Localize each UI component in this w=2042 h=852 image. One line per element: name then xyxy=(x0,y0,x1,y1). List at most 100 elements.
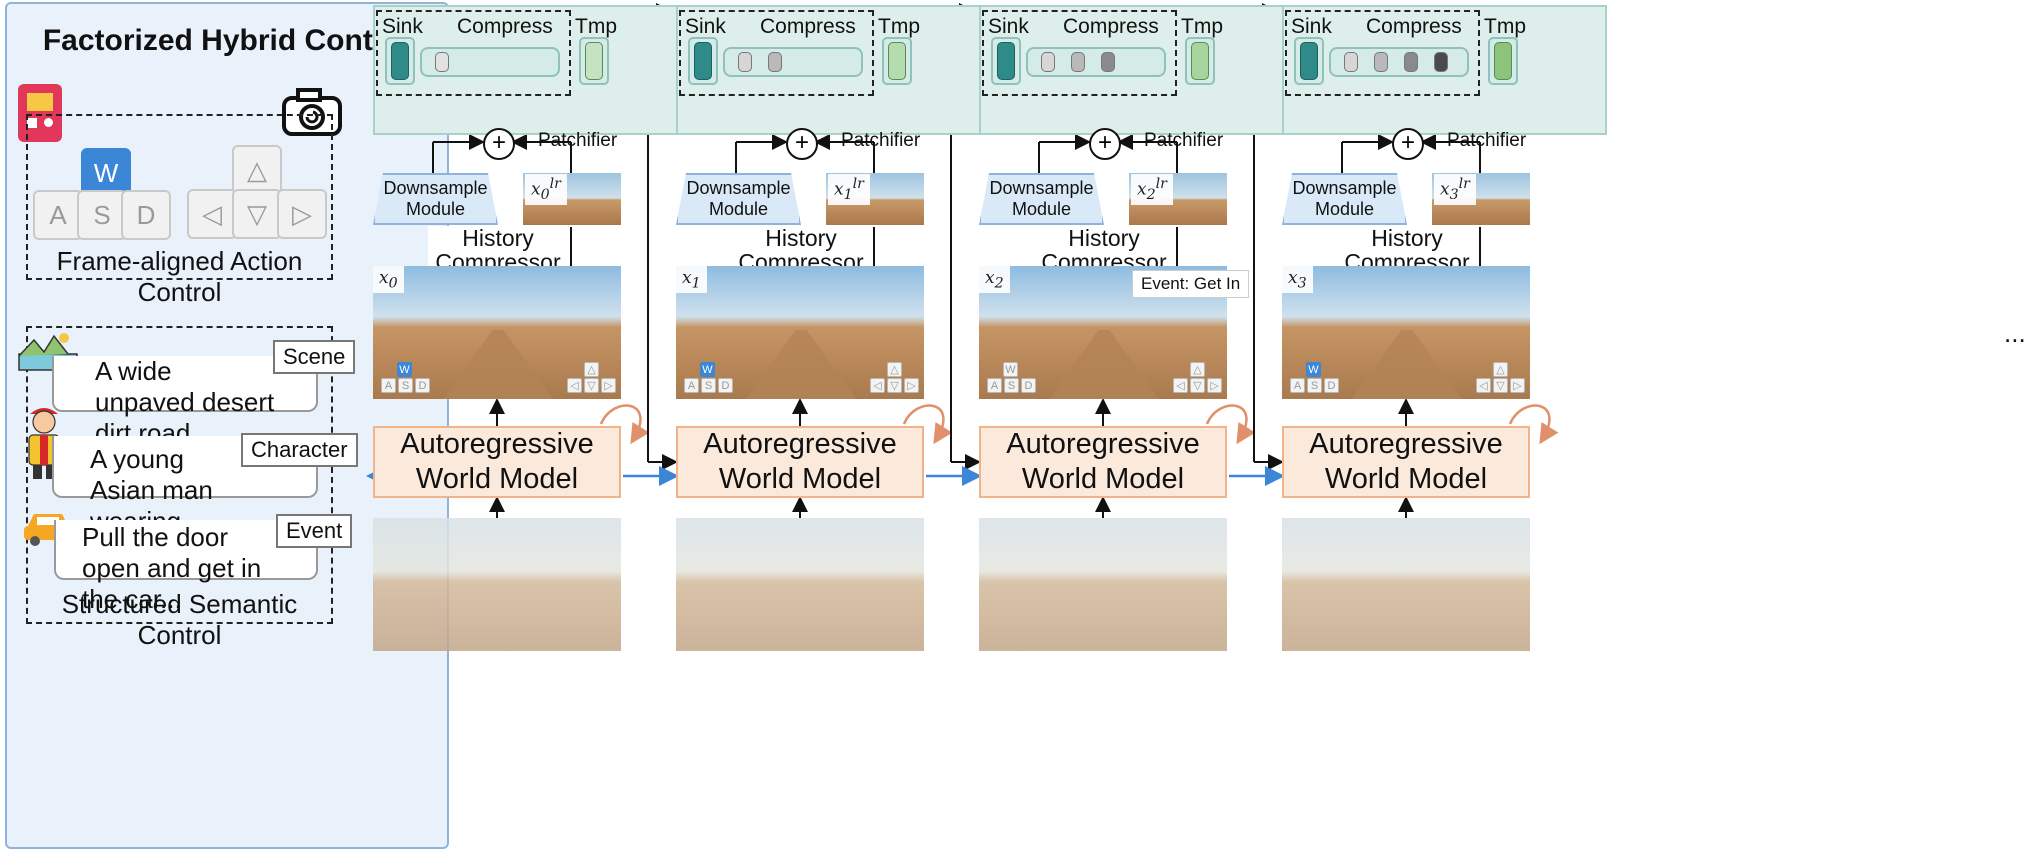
compressed-token xyxy=(1071,52,1085,72)
mini-arrow-key: ▷ xyxy=(904,378,919,393)
mini-arrow-key: ◁ xyxy=(1173,378,1188,393)
frame-label: x3 xyxy=(1282,266,1313,294)
compressed-token xyxy=(1374,52,1388,72)
mini-arrow-key: ◁ xyxy=(567,378,582,393)
character-tag: Character xyxy=(241,433,358,467)
noisy-frame-image xyxy=(373,518,621,651)
scene-tag: Scene xyxy=(273,340,356,374)
mini-arrow-key: ▽ xyxy=(1190,378,1205,393)
mini-arrow-key: △ xyxy=(1190,362,1205,377)
event-prompt xyxy=(54,520,318,580)
compressed-token xyxy=(435,52,449,72)
tmp-label: Tmp xyxy=(1484,15,1526,38)
world-model-box: Autoregressive World Model xyxy=(373,426,621,498)
patchifier-label: Patchifier xyxy=(1447,130,1527,151)
tmp-label: Tmp xyxy=(575,15,617,38)
event-text: Pull the door open and get in the car... xyxy=(82,522,262,614)
autoregressive-loop-arrow xyxy=(1205,404,1256,445)
sink-label: Sink xyxy=(685,15,726,38)
mini-arrow-key: ▷ xyxy=(601,378,616,393)
compressed-token xyxy=(1101,52,1115,72)
compressed-token xyxy=(738,52,752,72)
mini-key-a: A xyxy=(1290,378,1305,393)
sink-label: Sink xyxy=(1291,15,1332,38)
event-badge: Event: Get In xyxy=(1132,270,1250,298)
sink-token xyxy=(694,42,712,80)
mini-arrow-key: ▽ xyxy=(887,378,902,393)
compress-label: Compress xyxy=(457,15,553,38)
mini-key-a: A xyxy=(987,378,1002,393)
mini-arrow-key: △ xyxy=(1493,362,1508,377)
frame-label: x1 xyxy=(676,266,707,294)
camera-icon xyxy=(280,84,344,140)
mini-arrow-key: ▽ xyxy=(584,378,599,393)
autoregressive-loop-arrow xyxy=(599,404,650,445)
downsample-module: Downsample Module xyxy=(373,173,498,225)
key-d[interactable]: D xyxy=(121,190,171,240)
sum-node: + xyxy=(1392,128,1424,160)
sum-node: + xyxy=(786,128,818,160)
mini-key-s: S xyxy=(1004,378,1019,393)
tmp-label: Tmp xyxy=(1181,15,1223,38)
downsample-module: Downsample Module xyxy=(1282,173,1407,225)
world-model-box: Autoregressive World Model xyxy=(676,426,924,498)
mini-key-w: W xyxy=(397,362,412,377)
mini-key-a: A xyxy=(684,378,699,393)
mini-key-w: W xyxy=(1306,362,1321,377)
lowres-frame-label: x1lr xyxy=(828,174,870,206)
mini-key-w: W xyxy=(1003,362,1018,377)
world-model-box: Autoregressive World Model xyxy=(1282,426,1530,498)
mini-key-w: W xyxy=(700,362,715,377)
compressed-token xyxy=(1434,52,1448,72)
compress-label: Compress xyxy=(1063,15,1159,38)
sink-token xyxy=(391,42,409,80)
key-down[interactable]: ▽ xyxy=(232,189,282,239)
sink-label: Sink xyxy=(382,15,423,38)
frame-label: x2 xyxy=(979,266,1010,294)
patchifier-label: Patchifier xyxy=(538,130,618,151)
mini-arrow-key: ▷ xyxy=(1510,378,1525,393)
sink-compress-group xyxy=(376,10,571,96)
character-icon xyxy=(20,402,68,482)
key-up[interactable]: △ xyxy=(232,145,282,195)
patchifier-label: Patchifier xyxy=(841,130,921,151)
mini-key-s: S xyxy=(1307,378,1322,393)
key-w[interactable]: W xyxy=(81,148,131,198)
mini-arrow-key: ▷ xyxy=(1207,378,1222,393)
compressed-token xyxy=(1404,52,1418,72)
mini-arrow-key: ◁ xyxy=(870,378,885,393)
sink-compress-group xyxy=(679,10,874,96)
control-panel xyxy=(5,2,449,849)
mini-arrow-key: △ xyxy=(584,362,599,377)
sink-token xyxy=(1300,42,1318,80)
patchifier-label: Patchifier xyxy=(1144,130,1224,151)
key-s[interactable]: S xyxy=(77,190,127,240)
mini-key-d: D xyxy=(1021,378,1036,393)
sink-label: Sink xyxy=(988,15,1029,38)
gamepad-icon xyxy=(18,84,62,142)
mini-key-d: D xyxy=(1324,378,1339,393)
tmp-label: Tmp xyxy=(878,15,920,38)
sink-compress-group xyxy=(982,10,1177,96)
autoregressive-loop-arrow xyxy=(902,404,953,445)
key-right[interactable]: ▷ xyxy=(277,189,327,239)
mini-key-s: S xyxy=(398,378,413,393)
noisy-frame-image xyxy=(1282,518,1530,651)
compressed-token xyxy=(1344,52,1358,72)
mini-key-a: A xyxy=(381,378,396,393)
frame-label: x0 xyxy=(373,266,404,294)
compress-label: Compress xyxy=(760,15,856,38)
key-left[interactable]: ◁ xyxy=(187,189,237,239)
mini-key-s: S xyxy=(701,378,716,393)
compressed-token xyxy=(1041,52,1055,72)
tmp-token xyxy=(1494,42,1512,80)
autoregressive-loop-arrow xyxy=(1508,404,1559,445)
mini-key-d: D xyxy=(718,378,733,393)
tmp-token xyxy=(1191,42,1209,80)
semantic-control-box xyxy=(26,326,333,624)
sink-compress-group xyxy=(1285,10,1480,96)
sum-node: + xyxy=(1089,128,1121,160)
lowres-frame-label: x2lr xyxy=(1131,174,1173,206)
mini-arrow-key: ◁ xyxy=(1476,378,1491,393)
